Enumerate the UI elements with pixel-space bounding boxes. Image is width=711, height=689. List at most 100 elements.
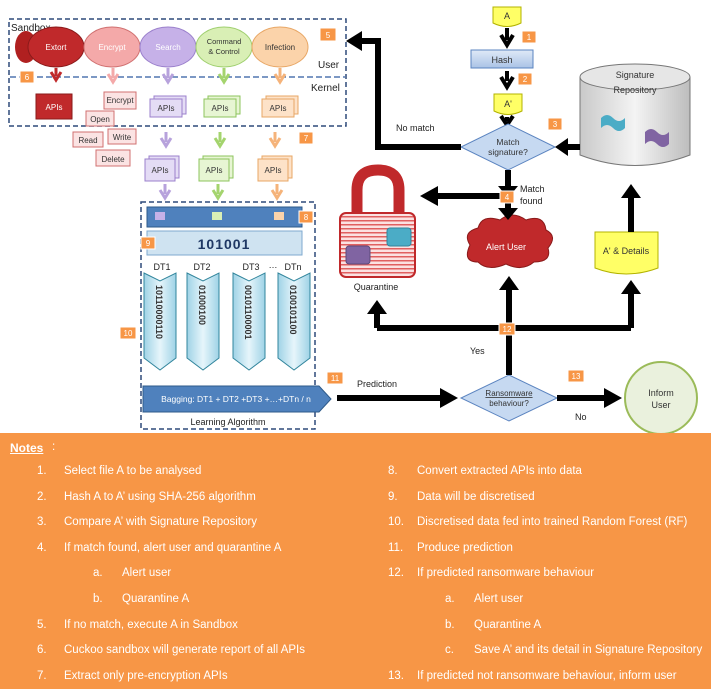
badge-12: 12 <box>503 325 512 334</box>
details-label: A' & Details <box>603 246 650 256</box>
note-right-item-text: If predicted ransomware behaviour <box>417 567 595 580</box>
apis-extort: APIs <box>46 103 63 112</box>
pill-encrypt: Encrypt <box>98 43 126 52</box>
sandbox-label: Sandbox <box>11 23 50 34</box>
decision-tree-3 <box>232 272 266 371</box>
note-right-item-text: Convert extracted APIs into data <box>417 465 582 477</box>
notes-heading: Notes <box>10 441 43 455</box>
apis-search-extracted: APIs <box>152 166 169 175</box>
workflow-diagram: Sandbox User Kernel Extort Encrypt Searc… <box>8 6 698 433</box>
file-a-label: A <box>504 11 510 21</box>
dt-ellipsis: … <box>269 260 278 270</box>
pill-infection: Infection <box>265 43 295 52</box>
notes-colon: : <box>52 441 56 453</box>
bagging-arrow <box>142 385 332 413</box>
badge-7: 7 <box>304 134 309 143</box>
bagging-text: Bagging: DT1 + DT2 +DT3 +…+DTn / n <box>161 394 311 404</box>
learning-algorithm-box: 101001 DT1 DT2 DT3 … DTn 10110000110 010… <box>140 201 332 430</box>
note-left-item-text: Select file A to be analysed <box>64 465 202 477</box>
extracted-api-docs: APIs APIs APIs <box>144 132 293 201</box>
match-found-line1: Match <box>520 184 545 194</box>
inform-user-circle: Inform User <box>624 361 698 433</box>
dt-bits-2: 01000100 <box>197 285 207 325</box>
note-left-item-num: 6. <box>37 644 47 657</box>
notes-heading-text: Notes <box>10 441 44 455</box>
step-badges: 1 2 3 4 5 6 7 8 9 10 11 12 13 <box>19 27 585 385</box>
note-left-item-num: 3. <box>37 516 47 529</box>
note-left-item-num: 1. <box>37 465 47 477</box>
badge-1: 1 <box>527 33 532 42</box>
no-label: No <box>575 412 587 422</box>
doc-read: Read <box>78 136 97 145</box>
badge-13: 13 <box>572 372 581 381</box>
apis-infection-extracted: APIs <box>265 166 282 175</box>
no-match-label: No match <box>396 123 435 133</box>
note-left-item-num: 7. <box>37 669 47 682</box>
dt-bits-1: 10110000110 <box>154 285 164 339</box>
note-left-item-text: Cuckoo sandbox will generate report of a… <box>64 644 305 657</box>
decision-tree-1 <box>143 272 177 371</box>
hash-flow: A Hash A' <box>470 6 534 129</box>
inform-line2: User <box>651 400 670 410</box>
note-left-item-num: 5. <box>37 618 47 631</box>
badge-2: 2 <box>523 75 528 84</box>
note-right-item-text: Data will be discretised <box>417 490 535 503</box>
apis-search: APIs <box>158 104 175 113</box>
note-left-item-num: b. <box>93 593 103 605</box>
doc-encrypt: Encrypt <box>106 96 134 105</box>
a-prime-label: A' <box>504 99 512 109</box>
ransomware-decision: Ransomware behaviour? <box>459 374 559 422</box>
repo-line2: Repository <box>613 85 657 95</box>
match-decision-line1: Match <box>496 137 519 147</box>
note-left-item-num: a. <box>93 567 103 580</box>
note-right-item-num: 10. <box>388 516 404 529</box>
details-doc: A' & Details <box>594 231 659 275</box>
note-right-item-text: Discretised data fed into trained Random… <box>417 516 688 529</box>
dt-bits-3: 00101100001 <box>243 285 253 340</box>
repo-line1: Signature <box>616 70 655 80</box>
ransom-line1: Ransomware <box>485 389 533 398</box>
match-signature-decision: Match signature? <box>459 123 557 171</box>
file-a-doc <box>492 6 522 27</box>
inform-line1: Inform <box>648 388 674 398</box>
sandbox-api-docs: APIs Encrypt Open Write Read Delete APIs… <box>35 91 299 167</box>
user-label: User <box>318 60 340 71</box>
yes-label: Yes <box>470 346 485 356</box>
match-decision-line2: signature? <box>488 147 528 157</box>
note-right-item-text: Save A’ and its detail in Signature Repo… <box>474 644 703 657</box>
dt-bits-n: 0100101100 <box>288 285 298 335</box>
note-left-item-text: If match found, alert user and quarantin… <box>64 541 282 554</box>
note-left-item-num: 4. <box>37 541 47 554</box>
alert-user-cloud: Alert User <box>466 214 553 268</box>
pill-command-control: Command <box>207 37 242 46</box>
badge-8: 8 <box>304 213 309 222</box>
signature-repository: Signature Repository <box>579 63 691 166</box>
note-right-item-text: Quarantine A <box>474 618 542 631</box>
behaviour-pills: Extort Encrypt Search Command & Control … <box>15 26 309 68</box>
dt-label-1: DT1 <box>153 262 170 272</box>
note-right-item-text: Produce prediction <box>417 541 513 554</box>
note-right-item-text: If predicted not ransomware behaviour, i… <box>417 669 677 682</box>
kernel-label: Kernel <box>311 83 340 94</box>
note-right-item-num: 9. <box>388 490 398 503</box>
note-left-item-text: Compare A’ with Signature Repository <box>64 516 258 529</box>
quarantine-label: Quarantine <box>354 282 399 292</box>
note-right-item-num: 13. <box>388 669 404 682</box>
binary-data: 101001 <box>198 236 251 252</box>
dt-label-n: DTn <box>284 262 301 272</box>
learning-algorithm-label: Learning Algorithm <box>190 417 265 427</box>
badge-10: 10 <box>124 329 133 338</box>
alert-user-label: Alert User <box>486 242 526 252</box>
pill-search: Search <box>155 43 180 52</box>
pill-extort: Extort <box>46 43 68 52</box>
note-right-item-num: 11. <box>388 541 404 554</box>
dt-label-3: DT3 <box>242 262 259 272</box>
note-left-item-text: Hash A to A’ using SHA-256 algorithm <box>64 490 256 503</box>
ransom-line2: behaviour? <box>489 399 529 408</box>
badge-6: 6 <box>25 73 30 82</box>
badge-3: 3 <box>553 120 558 129</box>
note-left-item-text: Extract only pre-encryption APIs <box>64 669 228 682</box>
badge-9: 9 <box>146 239 151 248</box>
note-left-item-text: Quarantine A <box>122 593 190 605</box>
